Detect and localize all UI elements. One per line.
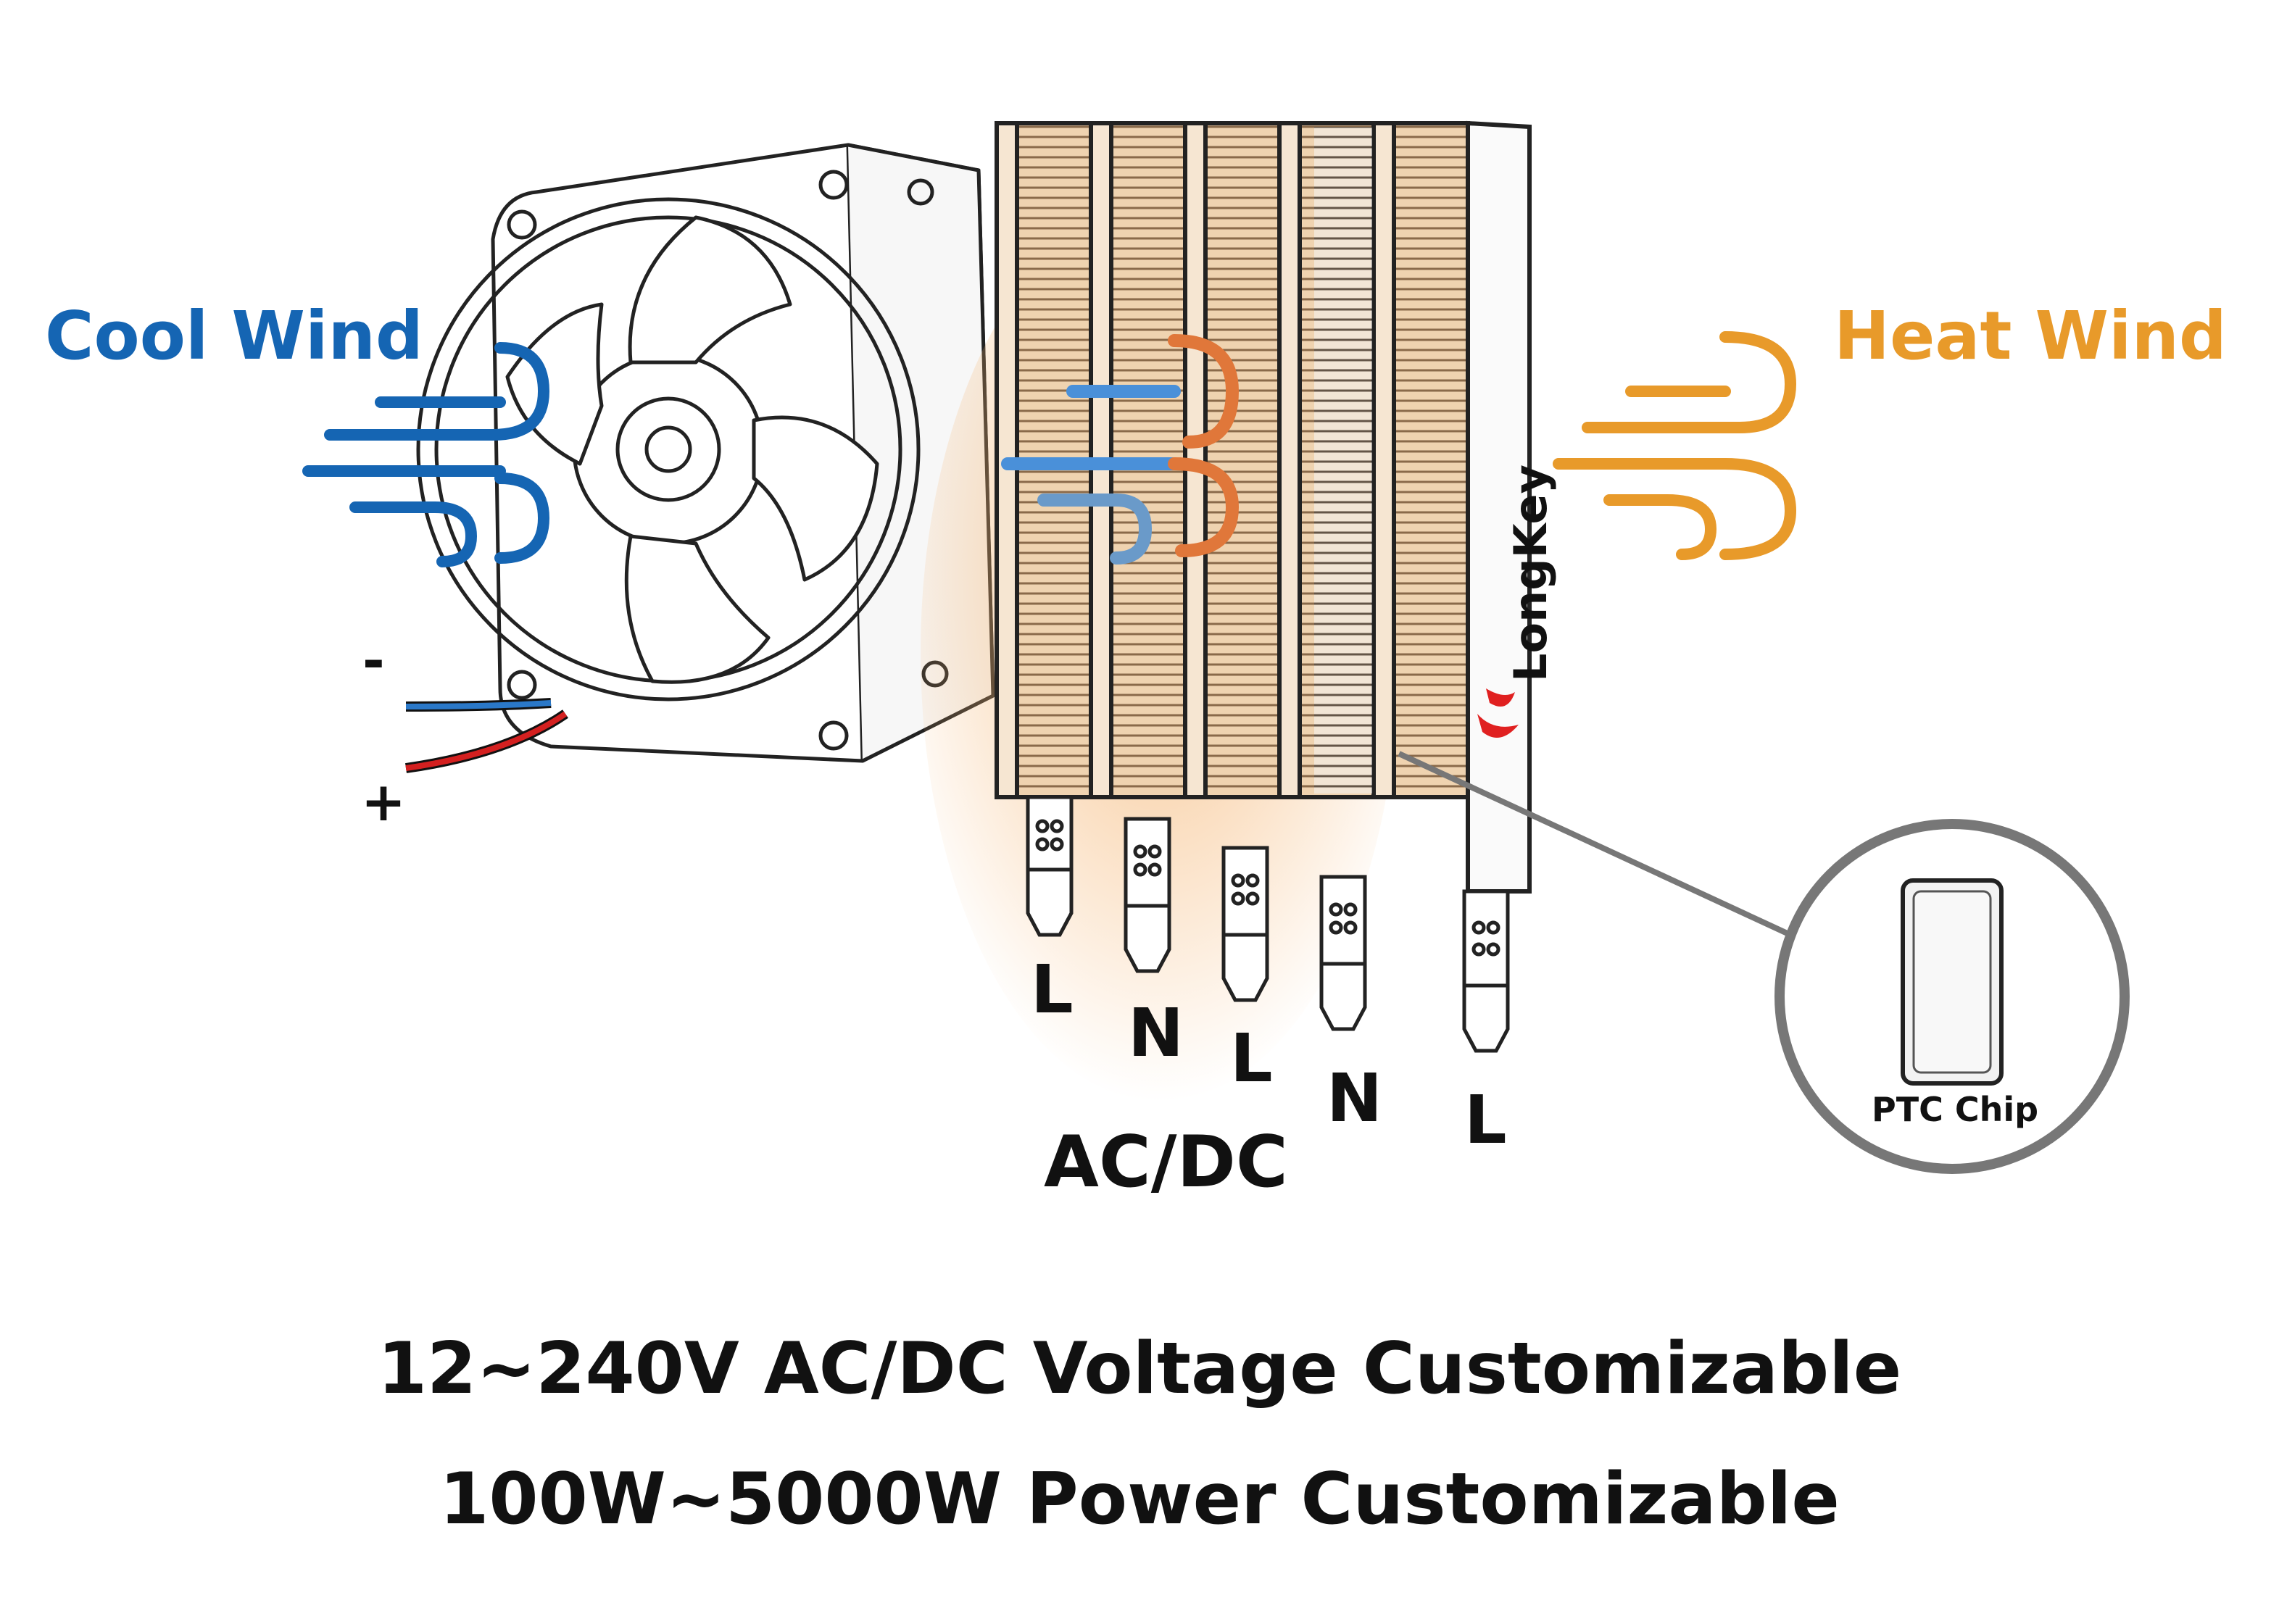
brand-logo-icon xyxy=(1477,688,1519,738)
ptc-chip-icon xyxy=(1901,878,2004,1086)
plus-terminal-label: + xyxy=(361,771,407,833)
brand-label: LongKey xyxy=(1504,464,1558,683)
terminal-tab xyxy=(1462,889,1510,1053)
terminal-label: L xyxy=(1031,951,1074,1028)
ptc-chip-label: PTC Chip xyxy=(1872,1090,2039,1129)
terminal-tab xyxy=(1221,846,1269,1002)
voltage-spec: 12~240V AC/DC Voltage Customizable xyxy=(377,1328,1902,1410)
cool-wind-arrows-icon xyxy=(302,342,550,567)
fan-wires xyxy=(405,698,568,773)
minus-terminal-label: - xyxy=(362,630,385,692)
terminal-tabs xyxy=(1026,795,1510,1053)
ptc-chip-callout xyxy=(1398,751,2130,1174)
terminal-tab xyxy=(1124,817,1171,973)
terminal-label: L xyxy=(1464,1081,1507,1159)
terminal-label: L xyxy=(1230,1020,1273,1097)
cool-wind-label: Cool Wind xyxy=(45,297,423,375)
heat-wind-arrows-icon xyxy=(1553,331,1797,560)
ac-dc-label: AC/DC xyxy=(1044,1121,1288,1204)
terminal-label: N xyxy=(1327,1059,1382,1137)
terminal-tab xyxy=(1319,875,1367,1031)
power-spec: 100W~5000W Power Customizable xyxy=(439,1458,1840,1541)
terminal-tab xyxy=(1026,795,1074,937)
heat-wind-label: Heat Wind xyxy=(1834,297,2227,375)
fan-icon xyxy=(416,143,995,763)
internal-airflow-icon xyxy=(1001,334,1240,565)
terminal-label: N xyxy=(1128,994,1184,1072)
